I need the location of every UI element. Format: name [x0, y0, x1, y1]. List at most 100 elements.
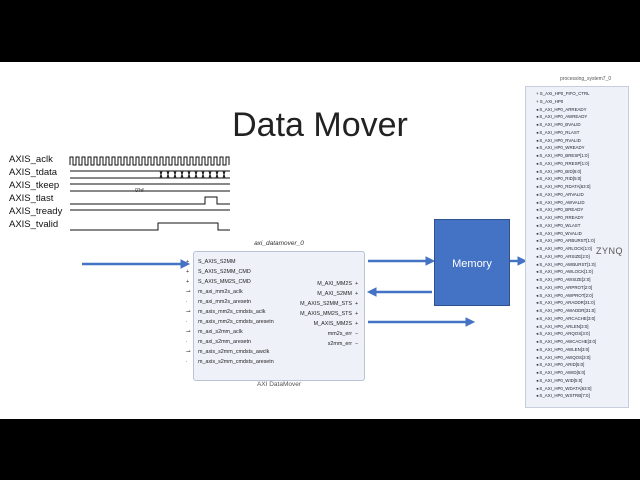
- axi-datamover-block[interactable]: [193, 251, 365, 381]
- right-port-label: M_AXIS_MM2S: [313, 321, 352, 327]
- port-connector-icon[interactable]: ⊸: [186, 309, 191, 315]
- signal-label: AXIS_tready: [9, 206, 63, 217]
- left-port-label: m_axis_mm2s_cmdsts_aclk: [198, 309, 266, 315]
- zynq-port-label: ◂ S_AXI_HP0_AWPROT[2:0]: [536, 292, 593, 298]
- zynq-port-label: ◂ S_AXI_HP0_BVALID: [536, 122, 581, 127]
- zynq-port-label: ◂ S_AXI_HP0_AWREADY: [536, 114, 588, 120]
- zynq-port-label: ◂ S_AXI_HP0_ARBURST[1:0]: [536, 238, 595, 244]
- zynq-title: processing_system7_0: [560, 76, 612, 82]
- right-port-label: mm2s_err: [327, 331, 352, 337]
- tkeep-trace: [70, 183, 230, 192]
- left-port-label: S_AXIS_S2MM: [198, 259, 236, 265]
- right-port-label: s2mm_err: [327, 341, 352, 347]
- port-connector-icon[interactable]: +: [355, 281, 359, 287]
- left-port-label: m_axis_s2mm_cmdsts_aresetn: [198, 359, 274, 365]
- port-connector-icon[interactable]: −: [355, 331, 359, 337]
- port-connector-icon[interactable]: +: [186, 279, 190, 285]
- port-connector-icon[interactable]: −: [355, 341, 359, 347]
- memory-to-zynq-arrowhead: [517, 256, 528, 266]
- port-connector-icon[interactable]: +: [355, 291, 359, 297]
- signal-label: AXIS_tkeep: [9, 180, 60, 191]
- zynq-port-label: ◂ S_AXI_HP0_AWBURST[1:0]: [536, 261, 596, 267]
- zynq-port-label: ◂ S_AXI_HP0_AWVALID: [536, 199, 585, 205]
- memory-to-s2mm-arrowhead: [366, 287, 377, 297]
- port-connector-icon[interactable]: +: [186, 269, 190, 275]
- left-port-label: m_axis_s2mm_cmdsts_awclk: [198, 349, 270, 355]
- memory-block[interactable]: Memory: [434, 219, 510, 306]
- port-connector-icon[interactable]: ⊸: [186, 329, 191, 335]
- zynq-port-label: ◂ S_AXI_HP0_RREADY: [536, 215, 584, 220]
- tdata-trace: [70, 170, 230, 179]
- zynq-port-label: ◂ S_AXI_HP0_RVALID: [536, 137, 581, 143]
- zynq-port-label: ◂ S_AXI_HP0_AWSIZE[2:0]: [536, 277, 591, 282]
- tkeep-value: 0'hf: [135, 188, 144, 194]
- zynq-port-label: ◂ S_AXI_HP0_RRESP[1:0]: [536, 160, 589, 166]
- zynq-port-label: ◂ S_AXI_HP0_ARREADY: [536, 106, 587, 112]
- zynq-port-label: ◂ S_AXI_HP0_WLAST: [536, 222, 581, 228]
- timing-diagram: 0'hf: [69, 156, 528, 327]
- port-connector-icon[interactable]: +: [355, 301, 359, 307]
- zynq-port-label: ◂ S_AXI_HP0_WSTRB[7:0]: [536, 393, 590, 399]
- left-port-label: m_axi_s2mm_aresetn: [198, 339, 252, 345]
- zynq-port-label: ◂ S_AXI_HP0_WVALID: [536, 230, 582, 236]
- port-connector-icon[interactable]: ⊸: [186, 289, 191, 295]
- zynq-port-label: ◂ S_AXI_HP0_ARID[5:0]: [536, 362, 585, 368]
- port-connector-icon[interactable]: ∙: [186, 339, 188, 345]
- ip-footer-label: AXI DataMover: [256, 381, 302, 388]
- zynq-port-label: ◂ S_AXI_HP0_AWCACHE[3:0]: [536, 339, 597, 344]
- input-stream-arrowhead: [180, 259, 191, 269]
- port-connector-icon[interactable]: ∙: [186, 299, 188, 305]
- port-connector-icon[interactable]: ∙: [186, 319, 188, 325]
- zynq-port-label: ◂ S_AXI_HP0_ARLEN[3:0]: [536, 323, 589, 329]
- zynq-port-label: + S_AXI_HP0_FIFO_CTRL: [536, 91, 590, 96]
- slide-title: Data Mover: [232, 106, 408, 144]
- waveform-traces: [69, 156, 230, 231]
- mm2s-to-memory-arrowhead: [425, 256, 436, 266]
- zynq-port-label: ◂ S_AXI_HP0_ARADDR[31:0]: [536, 300, 595, 306]
- signal-label: AXIS_aclk: [9, 154, 53, 165]
- tlast-trace: [70, 196, 230, 205]
- zynq-port-label: ◂ S_AXI_HP0_WDATA[63:0]: [536, 385, 592, 391]
- zynq-port-label: ◂ S_AXI_HP0_AWLEN[3:0]: [536, 346, 590, 352]
- signal-label: AXIS_tdata: [9, 167, 58, 178]
- zynq-port-label: ◂ S_AXI_HP0_WREADY: [536, 145, 585, 151]
- right-port-label: M_AXI_MM2S: [317, 281, 352, 287]
- port-connector-icon[interactable]: ⊸: [186, 349, 191, 355]
- zynq-port-label: ◂ S_AXI_HP0_ARSIZE[2:0]: [536, 253, 590, 259]
- port-connector-icon[interactable]: +: [355, 321, 359, 327]
- zynq-port-label: ◂ S_AXI_HP0_ARCACHE[3:0]: [536, 315, 596, 321]
- zynq-logo: ZYNQ: [596, 246, 624, 256]
- zynq-port-label: ◂ S_AXI_HP0_RDATA[63:0]: [536, 184, 591, 189]
- zynq-port-label: ◂ S_AXI_HP0_RLAST: [536, 129, 580, 135]
- left-port-label: m_axi_mm2s_aclk: [198, 289, 243, 295]
- zynq-port-label: ◂ S_AXI_HP0_RID[5:0]: [536, 176, 582, 182]
- left-port-label: S_AXIS_S2MM_CMD: [198, 269, 251, 275]
- port-connector-icon[interactable]: +: [186, 259, 190, 265]
- port-connector-icon[interactable]: ∙: [186, 359, 188, 365]
- zynq-port-label: ◂ S_AXI_HP0_ARQOS[3:0]: [536, 331, 590, 337]
- zynq-port-label: + S_AXI_HP0: [536, 98, 564, 104]
- signal-label: AXIS_tlast: [9, 193, 54, 204]
- zynq-port-label: ◂ S_AXI_HP0_AWLOCK[1:0]: [536, 269, 593, 275]
- left-port-label: m_axi_s2mm_aclk: [198, 329, 243, 335]
- zynq-port-label: ◂ S_AXI_HP0_WID[5:0]: [536, 377, 583, 383]
- zynq-port-label: ◂ S_AXI_HP0_BREADY: [536, 207, 584, 213]
- ip-instance-name: axi_datamover_0: [254, 240, 304, 247]
- right-port-label: M_AXIS_MM2S_STS: [300, 311, 352, 317]
- dataflow-arrows: [82, 256, 528, 327]
- left-port-label: m_axi_mm2s_aresetn: [198, 299, 252, 305]
- aclk-trace: [69, 156, 230, 166]
- right-port-label: M_AXI_S2MM: [317, 291, 352, 297]
- memory-label: Memory: [452, 258, 492, 270]
- zynq-block[interactable]: [525, 86, 629, 408]
- right-port-label: M_AXIS_S2MM_STS: [300, 301, 352, 307]
- tvalid-trace: [70, 222, 230, 231]
- zynq-port-label: ◂ S_AXI_HP0_ARLOCK[1:0]: [536, 246, 592, 251]
- zynq-port-label: ◂ S_AXI_HP0_ARVALID: [536, 191, 584, 197]
- zynq-port-label: ◂ S_AXI_HP0_AWID[5:0]: [536, 370, 586, 375]
- port-connector-icon[interactable]: +: [355, 311, 359, 317]
- zynq-port-label: ◂ S_AXI_HP0_ARPROT[2:0]: [536, 284, 593, 290]
- left-port-label: S_AXIS_MM2S_CMD: [198, 279, 251, 285]
- output-stream-arrowhead: [465, 317, 476, 327]
